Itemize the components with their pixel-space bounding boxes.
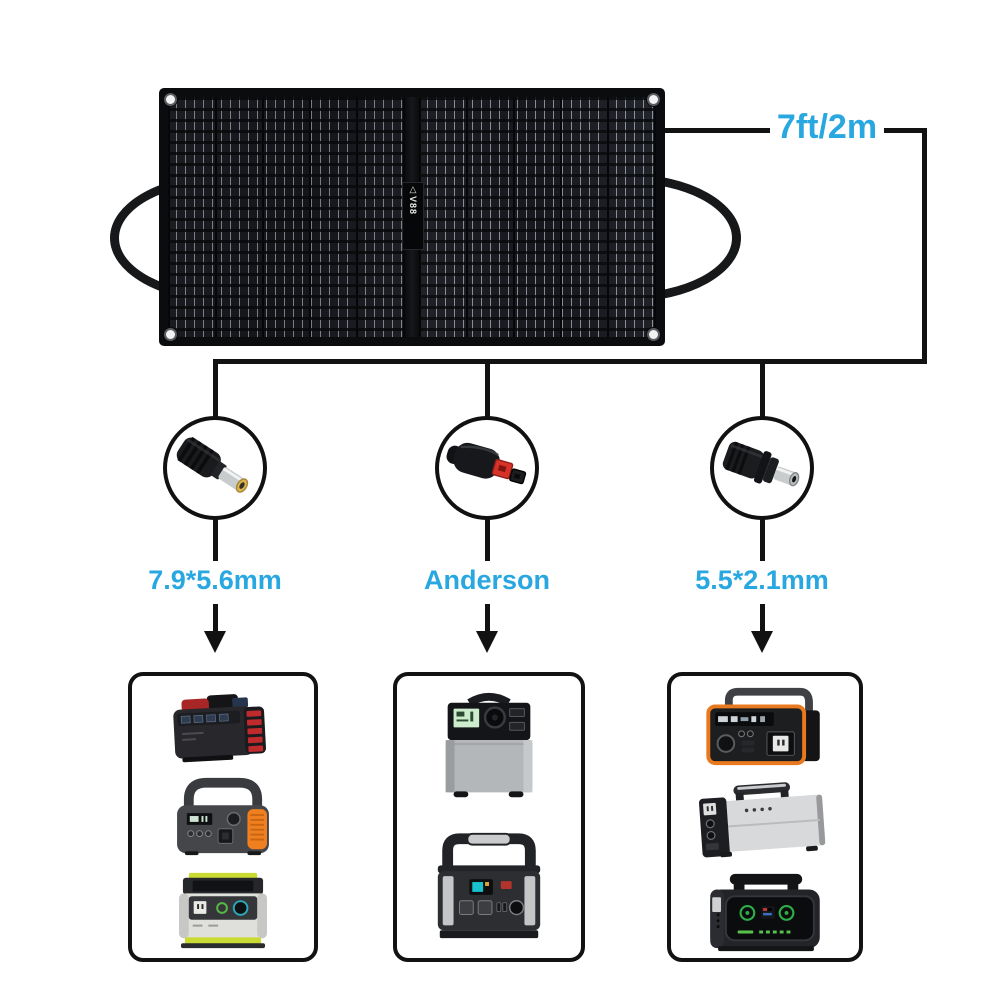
aluminum-power-station bbox=[698, 782, 825, 858]
arrow-shaft-right bbox=[760, 604, 765, 632]
connector-bus-line bbox=[213, 359, 927, 364]
dc-7.9x5.6mm-connector-badge bbox=[163, 416, 267, 520]
arrow-head-middle bbox=[476, 631, 498, 653]
connector-label-7.9x5.6mm: 7.9*5.6mm bbox=[148, 565, 282, 595]
cable-length-label: 7ft/2m bbox=[776, 108, 878, 146]
cable-line-right-vertical bbox=[922, 128, 927, 364]
brand-logo-icon: △ bbox=[409, 184, 417, 194]
arrow-shaft-middle bbox=[485, 604, 490, 632]
dc-7.9x5.6mm-connector-icon bbox=[176, 436, 249, 493]
silver-lime-power-station bbox=[179, 872, 267, 949]
solar-panel-right-half bbox=[419, 97, 656, 337]
device-box-7.9x5.6mm bbox=[128, 672, 318, 962]
anderson-connector-badge bbox=[435, 416, 539, 520]
dc-5.5x2.1mm-connector-icon bbox=[722, 441, 800, 487]
orange-black-power-station bbox=[705, 687, 820, 765]
rugged-black-power-station bbox=[709, 873, 820, 951]
brand-logo-text: V88 bbox=[408, 196, 418, 216]
grommet-top-left bbox=[166, 95, 175, 104]
solar-panel-left-half bbox=[168, 97, 405, 337]
brand-label: △ V88 bbox=[402, 182, 424, 250]
gray-orange-power-station bbox=[177, 777, 269, 856]
silver-cube-power-station bbox=[445, 692, 533, 798]
dark-gray-handle-power-station bbox=[437, 832, 541, 939]
connector-label-5.5x2.1mm: 5.5*2.1mm bbox=[695, 565, 829, 595]
dc-5.5x2.1mm-connector-badge bbox=[710, 416, 814, 520]
anderson-connector-icon bbox=[446, 442, 527, 485]
arrow-shaft-left bbox=[213, 604, 218, 632]
cable-line-top-left-segment bbox=[662, 128, 770, 133]
foldable-solar-panel: △ V88 bbox=[159, 88, 665, 346]
connector-label-anderson: Anderson bbox=[423, 565, 550, 595]
grommet-bottom-right bbox=[649, 330, 658, 339]
cable-line-top-right-segment bbox=[884, 128, 927, 133]
arrow-head-left bbox=[204, 631, 226, 653]
grommet-bottom-left bbox=[166, 330, 175, 339]
device-box-5.5x2.1mm bbox=[667, 672, 863, 962]
device-box-anderson bbox=[393, 672, 585, 962]
arrow-head-right bbox=[751, 631, 773, 653]
grommet-top-right bbox=[649, 95, 658, 104]
black-red-power-station bbox=[173, 694, 266, 763]
